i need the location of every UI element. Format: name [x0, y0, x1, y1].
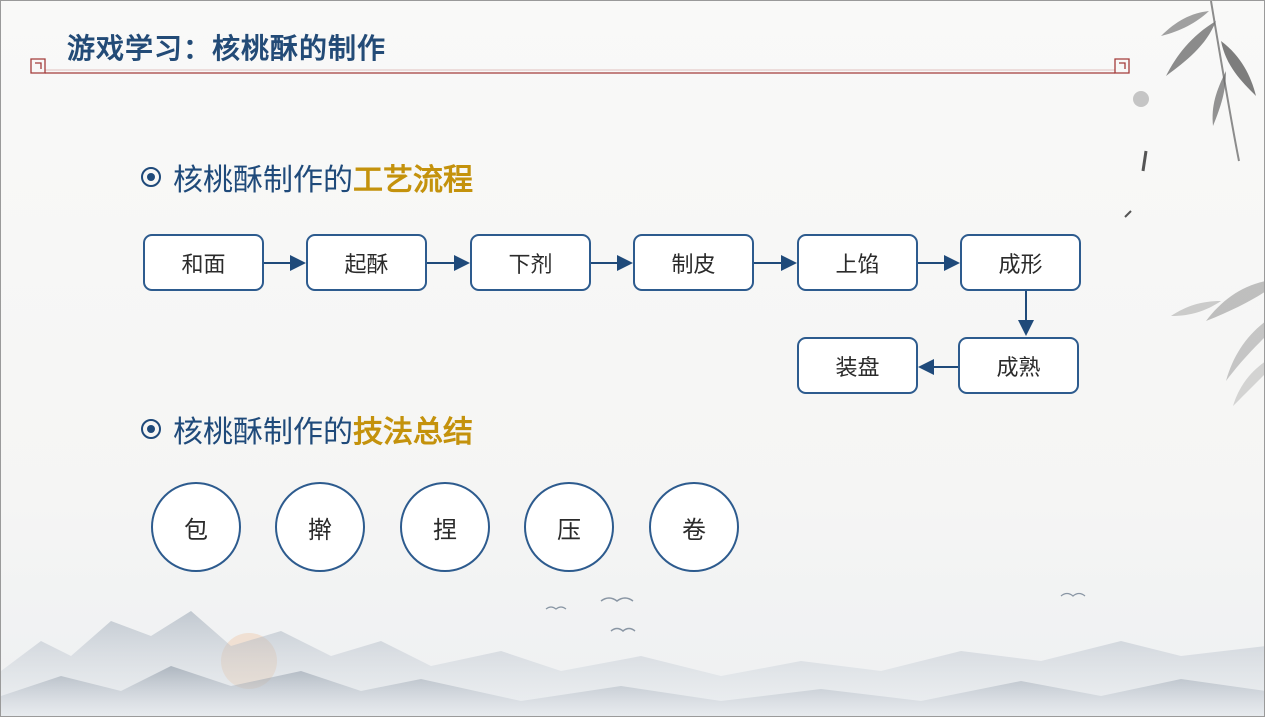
process-section-heading: 核桃酥制作的 工艺流程 [141, 155, 473, 199]
process-step: 和面 [143, 234, 264, 291]
bamboo-decoration [1124, 1, 1264, 406]
technique-section-heading: 核桃酥制作的 技法总结 [141, 407, 473, 451]
technique-circle: 擀 [275, 482, 365, 572]
process-step: 下剂 [470, 234, 591, 291]
process-step: 装盘 [797, 337, 918, 394]
target-bullet-icon [141, 167, 161, 187]
process-step: 制皮 [633, 234, 754, 291]
process-step: 上馅 [797, 234, 918, 291]
technique-heading-highlight: 技法总结 [353, 415, 473, 450]
process-step: 成熟 [958, 337, 1079, 394]
process-heading-prefix: 核桃酥制作的 [173, 163, 353, 198]
technique-circle: 压 [524, 482, 614, 572]
technique-heading-prefix: 核桃酥制作的 [173, 415, 353, 450]
technique-circle: 卷 [649, 482, 739, 572]
technique-circle: 包 [151, 482, 241, 572]
process-step: 起酥 [306, 234, 427, 291]
technique-circle: 捏 [400, 482, 490, 572]
process-step: 成形 [960, 234, 1081, 291]
target-bullet-icon [141, 419, 161, 439]
mountain-landscape-decoration [1, 592, 1264, 716]
header-divider [30, 58, 1130, 74]
page-title: 游戏学习：核桃酥的制作 [67, 32, 387, 65]
process-heading-highlight: 工艺流程 [353, 163, 473, 198]
